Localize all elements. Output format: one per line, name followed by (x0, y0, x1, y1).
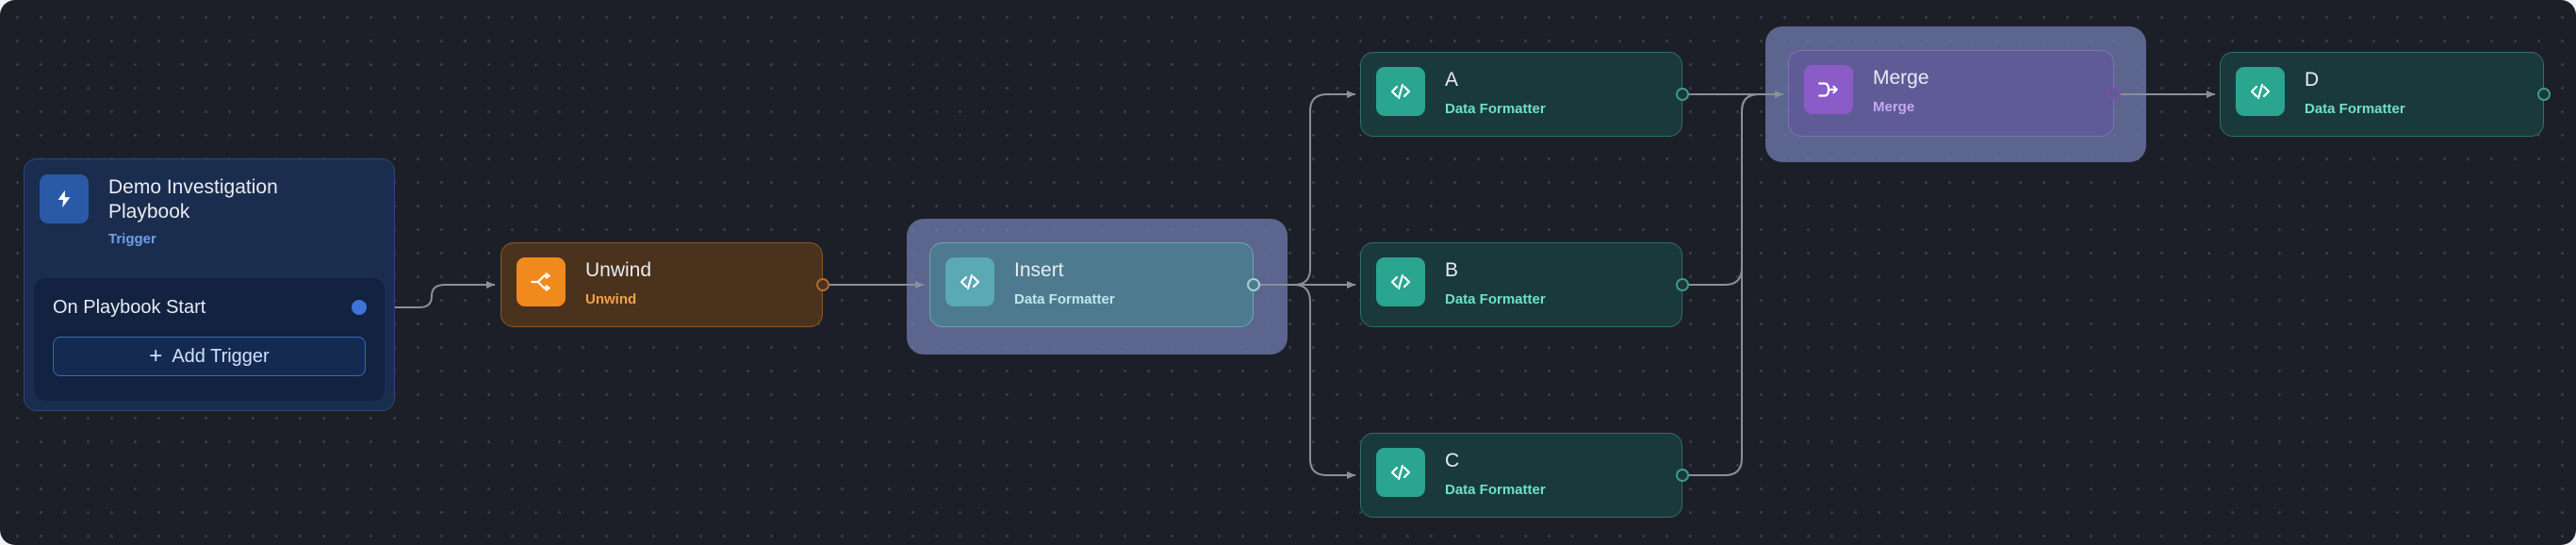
code-icon (1390, 464, 1411, 481)
code-icon (2250, 83, 2271, 100)
insert-output-handle[interactable] (1247, 278, 1260, 291)
d-title: D (2305, 69, 2320, 91)
trigger-subtitle: Trigger (108, 231, 156, 247)
a-title: A (1445, 69, 1459, 91)
node-a[interactable]: A Data Formatter (1360, 52, 1689, 137)
a-icon-box (1376, 67, 1425, 116)
insert-title: Insert (1014, 259, 1064, 281)
trigger-event-panel: On Playbook Start + Add Trigger (34, 278, 385, 401)
c-output-handle[interactable] (1676, 469, 1689, 482)
code-icon (1390, 83, 1411, 100)
trigger-title: Demo Investigation Playbook (108, 176, 278, 223)
merge-icon (1818, 82, 1838, 97)
node-c[interactable]: C Data Formatter (1360, 433, 1689, 518)
c-subtitle: Data Formatter (1445, 482, 1546, 498)
add-trigger-button[interactable]: + Add Trigger (53, 337, 366, 376)
node-d[interactable]: D Data Formatter (2220, 52, 2551, 137)
a-output-handle[interactable] (1676, 88, 1689, 101)
node-b[interactable]: B Data Formatter (1360, 242, 1689, 327)
code-icon (1390, 273, 1411, 290)
bolt-icon (57, 190, 71, 208)
code-icon (960, 273, 980, 290)
d-output-handle[interactable] (2537, 88, 2551, 101)
a-subtitle: Data Formatter (1445, 101, 1546, 117)
unwind-icon (531, 272, 550, 291)
add-trigger-label: Add Trigger (172, 345, 270, 367)
merge-title: Merge (1873, 67, 1929, 89)
node-insert[interactable]: Insert Data Formatter (929, 242, 1260, 327)
b-subtitle: Data Formatter (1445, 291, 1546, 307)
node-merge[interactable]: Merge Merge (1788, 50, 2121, 137)
c-title: C (1445, 450, 1460, 471)
node-unwind[interactable]: Unwind Unwind (500, 242, 829, 327)
unwind-subtitle: Unwind (585, 291, 637, 307)
trigger-event-label: On Playbook Start (53, 297, 206, 318)
unwind-output-handle[interactable] (816, 278, 829, 291)
d-subtitle: Data Formatter (2305, 101, 2405, 117)
c-icon-box (1376, 448, 1425, 497)
trigger-node[interactable]: Demo Investigation Playbook Trigger On P… (24, 158, 395, 411)
merge-icon-box (1804, 65, 1853, 114)
trigger-output-handle[interactable] (352, 300, 367, 315)
unwind-title: Unwind (585, 259, 652, 281)
insert-icon-box (945, 257, 994, 306)
trigger-icon-box (40, 174, 89, 223)
d-icon-box (2236, 67, 2285, 116)
merge-subtitle: Merge (1873, 99, 1915, 115)
merge-output-handle[interactable] (2108, 87, 2121, 100)
b-title: B (1445, 259, 1459, 281)
b-icon-box (1376, 257, 1425, 306)
unwind-icon-box (517, 257, 566, 306)
insert-subtitle: Data Formatter (1014, 291, 1115, 307)
b-output-handle[interactable] (1676, 278, 1689, 291)
plus-icon: + (149, 343, 163, 369)
